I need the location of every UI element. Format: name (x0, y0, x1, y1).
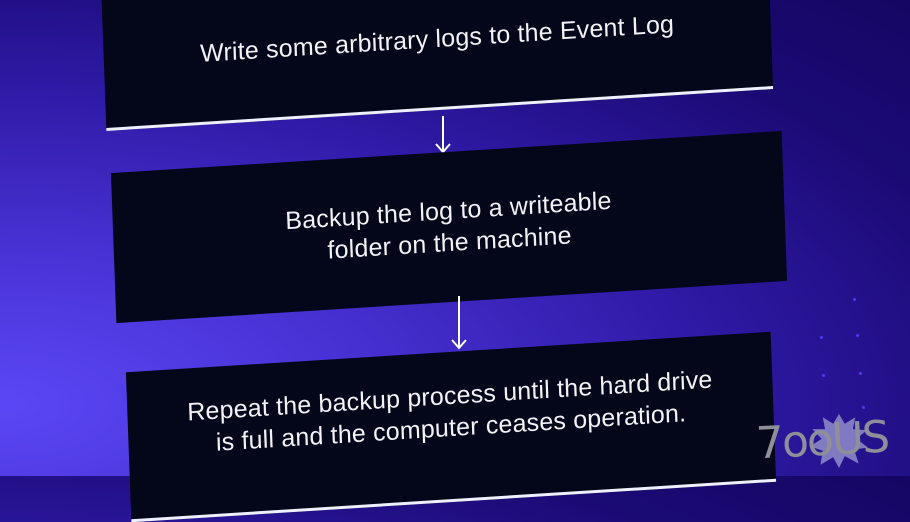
arrow-down-icon (433, 116, 453, 154)
step-2-label: Backup the log to a writeable folder on … (285, 185, 614, 270)
sparkle-dot (822, 374, 825, 377)
sparkle-dot (820, 336, 823, 339)
arrow-down-icon (449, 296, 469, 350)
sparkle-dot (856, 334, 859, 337)
step-3-box: Repeat the backup process until the hard… (125, 331, 777, 522)
step-1-label: Write some arbitrary logs to the Event L… (199, 10, 675, 68)
step-2-box: Backup the log to a writeable folder on … (110, 130, 788, 324)
flowchart: Write some arbitrary logs to the Event L… (100, 0, 902, 522)
sparkle-dot (862, 406, 865, 409)
sparkle-dot (853, 298, 856, 301)
step-1-box: Write some arbitrary logs to the Event L… (100, 0, 774, 131)
sparkle-dot (859, 372, 862, 375)
step-3-label: Repeat the backup process until the hard… (187, 363, 714, 460)
watermark-text: 7ooUS (754, 411, 890, 470)
watermark-logo: 7ooUS (752, 412, 902, 470)
